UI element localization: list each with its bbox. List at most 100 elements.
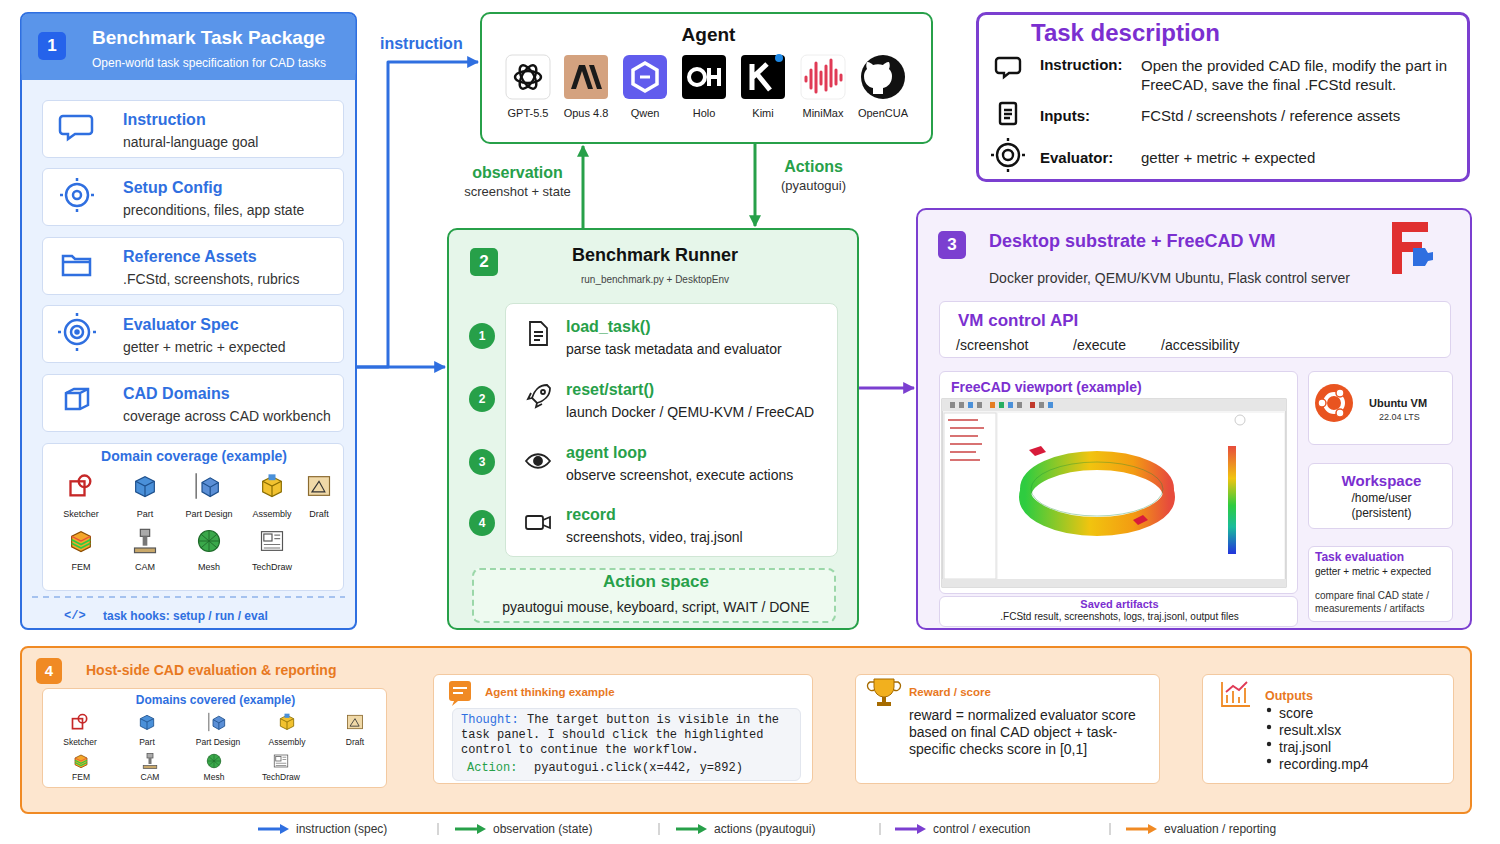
- diagram-box: Outputsscoreresult.xlsxtraj.jsonlrecordi…: [1202, 674, 1454, 784]
- domain-name: Part Design: [168, 737, 268, 747]
- diagram-box: Action space pyautogui mouse, keyboard, s…: [472, 568, 836, 623]
- box-text: Instruction:: [1040, 56, 1123, 74]
- flow-arrow: [754, 144, 757, 226]
- box-text: pyautogui mouse, keyboard, script, WAIT …: [474, 599, 838, 616]
- edge-label: Actions (pyautogui): [766, 157, 861, 195]
- box-text: Host-side CAD evaluation & reporting: [86, 662, 336, 679]
- diagram-box: Workspace/home/user (persistent): [1308, 463, 1453, 529]
- diagram-box: Agent thinking exampleThought:The target…: [433, 674, 813, 784]
- diagram-box: Instruction natural-language goal: [42, 100, 344, 158]
- diagram-box: FreeCAD viewport (example): [939, 371, 1298, 594]
- box-text: 1: [469, 323, 495, 349]
- box-text: reset/start(): [566, 380, 654, 399]
- diagram-box: Evaluator Specgetter + metric + expected: [42, 305, 344, 363]
- box-text: The target button is visible in the task…: [461, 713, 801, 758]
- box-text: 4: [36, 658, 62, 684]
- box-text: getter + metric + expected: [1315, 566, 1450, 578]
- domain-name: Part Design: [159, 509, 259, 520]
- box-text: Instruction: [123, 110, 206, 129]
- model-name: OpenCUA: [833, 107, 933, 120]
- box-text: Agent: [482, 24, 935, 47]
- diagram-box: 3 Desktop substrate + FreeCAD VM Docker pr…: [916, 208, 1472, 630]
- box-text: Reward / score: [909, 686, 991, 700]
- box-text: /home/user (persistent): [1329, 491, 1434, 521]
- box-text: screenshots, video, traj.jsonl: [566, 529, 743, 546]
- legend-text: actions (pyautogui): [714, 822, 815, 836]
- box-text: agent loop: [566, 443, 647, 462]
- edge-label: instruction: [380, 34, 463, 53]
- box-text: FreeCAD viewport (example): [951, 379, 1142, 396]
- box-text: compare final CAD state / measurements /…: [1315, 589, 1450, 615]
- box-text: Action space: [474, 572, 838, 592]
- diagram-box: Thought:The target button is visible in …: [452, 708, 801, 781]
- domain-name: Draft: [269, 509, 369, 520]
- domain-name: Part: [97, 737, 197, 747]
- box-text: Domains covered (example): [43, 693, 388, 707]
- box-text: Domain coverage (example): [43, 448, 345, 465]
- model-name: Qwen: [595, 107, 695, 120]
- diagram-box: Reward / score reward = normalized evalua…: [855, 674, 1160, 784]
- box-text: run_benchmark.py + DesktopEnv: [449, 274, 861, 286]
- box-text: Evaluator Spec: [123, 315, 239, 334]
- box-text: Ubuntu VM: [1369, 397, 1427, 410]
- domain-name: CAM: [100, 772, 200, 782]
- box-text: /screenshot: [956, 337, 1028, 354]
- domain-name: FEM: [31, 562, 131, 573]
- box-text: Inputs:: [1040, 107, 1090, 125]
- box-text: Evaluator:: [1040, 149, 1113, 167]
- box-text: coverage across CAD workbench: [123, 408, 331, 425]
- diagram-box: CAD Domains coverage across CAD workbench: [42, 374, 344, 432]
- legend-text: observation (state): [493, 822, 592, 836]
- model-name: GPT-5.5: [478, 107, 578, 120]
- box-text: /execute: [1073, 337, 1126, 354]
- domain-name: Mesh: [164, 772, 264, 782]
- box-text: pyautogui.click(x=442, y=892): [534, 761, 743, 776]
- box-text: Action:: [467, 761, 517, 776]
- box-text: Agent thinking example: [485, 686, 615, 700]
- domain-name: Assembly: [222, 509, 322, 520]
- box-text: .FCStd, screenshots, rubrics: [123, 271, 300, 288]
- box-text: task hooks: setup / run / eval: [103, 609, 268, 623]
- box-text: VM control API: [958, 311, 1078, 331]
- box-text: Docker provider, QEMU/KVM Ubuntu, Flask …: [989, 270, 1350, 287]
- diagram-box: 4 Host-side CAD evaluation & reportingDom…: [20, 646, 1472, 814]
- domain-name: CAM: [95, 562, 195, 573]
- box-text: 2: [469, 386, 495, 412]
- flow-arrow: [859, 387, 914, 390]
- box-text: Task evaluation: [1315, 550, 1450, 564]
- legend-text: control / execution: [933, 822, 1030, 836]
- box-text: parse task metadata and evaluator: [566, 341, 782, 358]
- box-text: Reference Assets: [123, 247, 257, 266]
- box-text: Outputs: [1265, 689, 1313, 704]
- domain-name: Draft: [305, 737, 405, 747]
- box-text: FCStd / screenshots / reference assets: [1141, 107, 1400, 125]
- box-text: reward = normalized evaluator score base…: [909, 707, 1154, 758]
- box-text: traj.jsonl: [1279, 739, 1331, 756]
- box-text: Benchmark Task Package: [92, 27, 325, 50]
- box-text: Benchmark Runner: [449, 245, 861, 267]
- domain-name: TechDraw: [222, 562, 322, 573]
- domain-name: TechDraw: [231, 772, 331, 782]
- diagram-box: Setup Configpreconditions, files, app st…: [42, 168, 344, 226]
- diagram-box: VM control API/screenshot/execute/access…: [939, 301, 1451, 358]
- diagram-box: Saved artifacts.FCStd result, screenshot…: [939, 596, 1298, 627]
- model-name: Holo: [654, 107, 754, 120]
- diagram-box: load_task()parse task metadata and evalu…: [505, 303, 838, 557]
- box-text: /accessibility: [1161, 337, 1240, 354]
- domain-name: Part: [95, 509, 195, 520]
- box-text: </>: [64, 609, 86, 623]
- box-text: 3: [938, 231, 966, 259]
- box-text: launch Docker / QEMU-KVM / FreeCAD: [566, 404, 814, 421]
- box-text: load_task(): [566, 317, 650, 336]
- box-text: Thought:: [461, 713, 519, 728]
- box-text: score: [1279, 705, 1313, 722]
- domain-name: Assembly: [237, 737, 337, 747]
- diagram-box: Reference Assets .FCStd, screenshots, rub…: [42, 237, 344, 295]
- flow-arrow: [357, 366, 445, 369]
- box-text: Desktop substrate + FreeCAD VM: [989, 231, 1276, 253]
- box-text: natural-language goal: [123, 134, 258, 151]
- box-text: CAD Domains: [123, 384, 230, 403]
- diagram-box: 2 Benchmark Runner run_benchmark.py + Desk…: [447, 228, 859, 630]
- box-text: Task description: [1031, 19, 1220, 48]
